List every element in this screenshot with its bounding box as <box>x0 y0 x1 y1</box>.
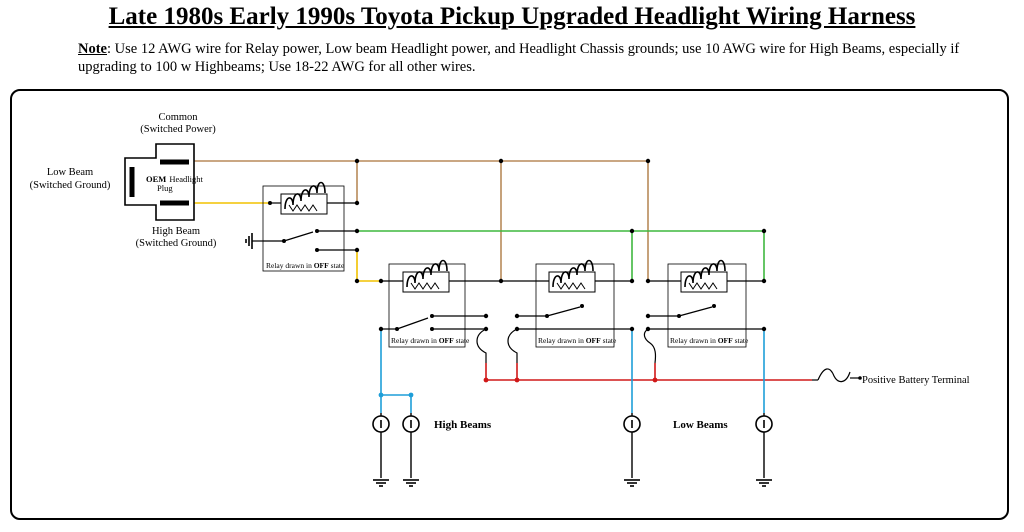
junction-dots <box>354 158 767 284</box>
low-beam-sublabel: (Switched Ground) <box>30 180 111 191</box>
note-text: : Use 12 AWG wire for Relay power, Low b… <box>78 41 960 75</box>
svg-text:Relay drawn in OFF state: Relay drawn in OFF state <box>670 336 749 345</box>
relay2-caption-bold: OFF <box>439 336 454 345</box>
low-beam-relay-right: Relay drawn in OFF state <box>643 259 767 364</box>
relay4-caption-bold: OFF <box>718 336 733 345</box>
relay2-caption-prefix: Relay drawn in <box>391 336 439 345</box>
plug-label-bold: OEM <box>146 174 166 184</box>
low-beam-label: Low Beam <box>47 167 93 178</box>
battery-terminal-label: Positive Battery Terminal <box>862 375 970 386</box>
relay1-caption-prefix: Relay drawn in <box>266 261 314 270</box>
plug-label-rest: Headlight <box>169 174 203 184</box>
common-label: Common <box>158 112 198 123</box>
low-beams-label: Low Beams <box>673 419 728 431</box>
green-relay-output-wires <box>357 230 765 282</box>
low-beam-relay-left: Relay drawn in OFF state <box>501 259 635 363</box>
high-beam-relay: Relay drawn in OFF state <box>378 259 504 363</box>
diagram-frame <box>10 89 1009 520</box>
low-beam-lamps <box>623 413 773 487</box>
relay2-caption-suffix: state <box>454 336 470 345</box>
svg-text:Relay drawn in OFF state: Relay drawn in OFF state <box>538 336 617 345</box>
high-beam-lamps <box>372 413 420 487</box>
battery-fuse <box>812 368 862 383</box>
relay1-caption-suffix: state <box>329 261 345 270</box>
relay3-caption-bold: OFF <box>586 336 601 345</box>
relay4-caption-suffix: state <box>733 336 749 345</box>
high-beam-label: High Beam <box>152 226 200 237</box>
red-junction-dots <box>483 377 658 383</box>
diagram-title: Late 1980s Early 1990s Toyota Pickup Upg… <box>108 3 916 30</box>
note-label: Note <box>78 41 107 57</box>
plug-label-line2: Plug <box>157 183 173 193</box>
svg-text:Relay drawn in OFF state: Relay drawn in OFF state <box>391 336 470 345</box>
high-beams-label: High Beams <box>434 419 492 431</box>
svg-text:Relay drawn in OFF state: Relay drawn in OFF state <box>266 261 345 270</box>
relay3-caption-suffix: state <box>601 336 617 345</box>
brown-common-power-wires <box>192 160 649 281</box>
blue-junction-dots <box>378 392 414 398</box>
relay4-caption-prefix: Relay drawn in <box>670 336 718 345</box>
common-sublabel: (Switched Power) <box>140 124 216 135</box>
high-beam-sublabel: (Switched Ground) <box>136 238 217 249</box>
relay1-caption-bold: OFF <box>314 261 329 270</box>
relay3-caption-prefix: Relay drawn in <box>538 336 586 345</box>
wire-gauge-note: Note: Use 12 AWG wire for Relay power, L… <box>78 40 1008 76</box>
red-battery-feed-wires <box>485 363 812 381</box>
control-relay: Relay drawn in OFF state <box>245 181 360 272</box>
